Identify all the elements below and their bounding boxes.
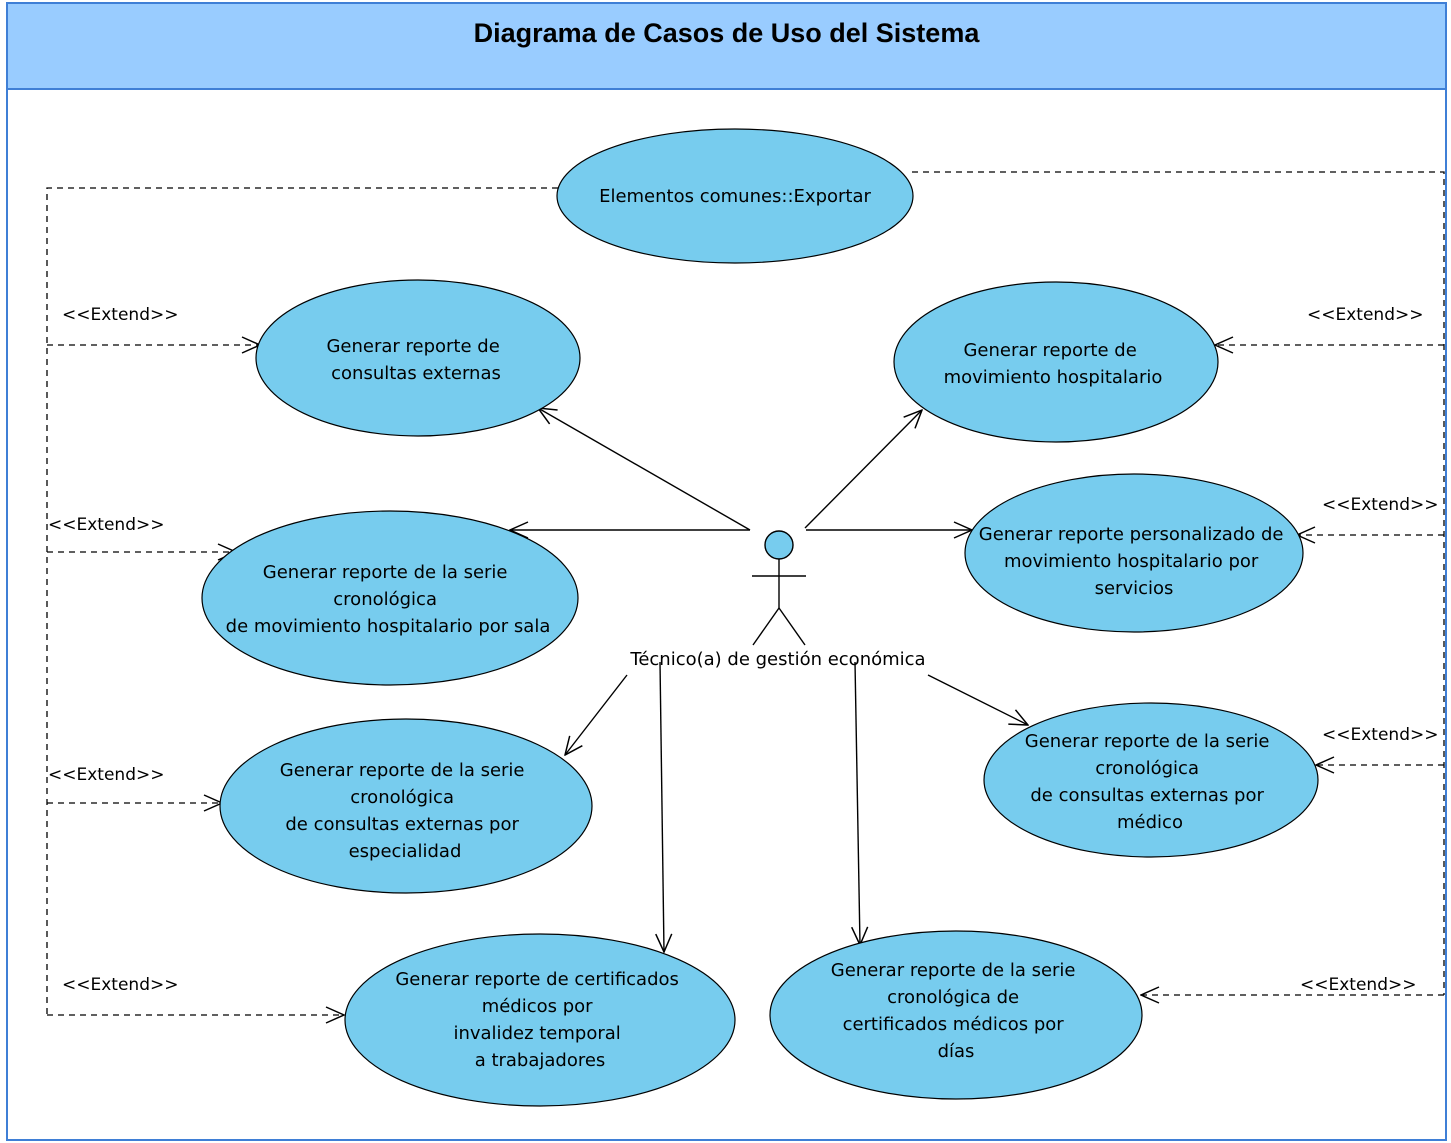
associations bbox=[510, 408, 1028, 952]
usecase-serie-certificados-dias[interactable]: Generar reporte de la serie cronológica … bbox=[769, 930, 1143, 1100]
extend-label: <<Extend>> bbox=[1300, 975, 1416, 995]
actor-figure-icon bbox=[752, 530, 806, 646]
association-line bbox=[565, 674, 628, 755]
usecase-ellipse bbox=[964, 473, 1304, 633]
usecase-label: Generar reporte de la serie cronológica … bbox=[831, 960, 1081, 1062]
extend-label: <<Extend>> bbox=[1307, 305, 1423, 325]
usecase-label: Generar reporte de la serie cronológica … bbox=[1025, 731, 1275, 833]
usecase-label: Generar reporte de movimiento hospitalar… bbox=[944, 340, 1163, 388]
association-line bbox=[855, 661, 860, 945]
usecase-label: Generar reporte de consultas externas bbox=[326, 336, 505, 384]
association-line bbox=[660, 661, 664, 952]
usecase-movimiento-hospitalario[interactable]: Generar reporte de movimiento hospitalar… bbox=[893, 281, 1219, 443]
actor[interactable]: Técnico(a) de gestión económica bbox=[629, 530, 926, 670]
usecase-ellipse bbox=[893, 281, 1219, 443]
extend-label: <<Extend>> bbox=[48, 515, 164, 535]
usecase-exportar[interactable]: Elementos comunes::Exportar bbox=[556, 128, 914, 264]
usecase-ellipse bbox=[769, 930, 1143, 1100]
usecase-consultas-externas[interactable]: Generar reporte de consultas externas bbox=[255, 279, 581, 437]
left-extend-bus bbox=[46, 187, 558, 1015]
usecase-label: Elementos comunes::Exportar bbox=[599, 186, 871, 207]
usecase-ellipse bbox=[255, 279, 581, 437]
usecase-serie-sala[interactable]: Generar reporte de la serie cronológica … bbox=[201, 510, 579, 686]
usecase-serie-especialidad[interactable]: Generar reporte de la serie cronológica … bbox=[219, 718, 593, 894]
usecase-ellipse bbox=[556, 128, 914, 264]
association-line bbox=[538, 408, 751, 531]
usecase-ellipse bbox=[201, 510, 579, 686]
extend-label: <<Extend>> bbox=[62, 975, 178, 995]
usecase-ellipse bbox=[219, 718, 593, 894]
usecase-label: Generar reporte personalizado de movimie… bbox=[979, 524, 1289, 599]
diagram-title: Diagrama de Casos de Uso del Sistema bbox=[473, 18, 980, 48]
usecase-certificados-invalidez[interactable]: Generar reporte de certificados médicos … bbox=[344, 933, 736, 1107]
association-line bbox=[927, 674, 1028, 725]
header-bar: Diagrama de Casos de Uso del Sistema bbox=[8, 4, 1445, 90]
usecase-label: Generar reporte de la serie cronológica … bbox=[226, 562, 551, 637]
extend-label: <<Extend>> bbox=[62, 305, 178, 325]
association-line bbox=[804, 410, 922, 529]
usecase-personalizado-servicios[interactable]: Generar reporte personalizado de movimie… bbox=[964, 473, 1304, 633]
extend-label: <<Extend>> bbox=[1322, 725, 1438, 745]
extend-label: <<Extend>> bbox=[48, 765, 164, 785]
usecase-label: Generar reporte de la serie cronológica … bbox=[280, 760, 530, 862]
usecase-ellipse bbox=[983, 702, 1319, 858]
usecase-label: Generar reporte de certificados médicos … bbox=[395, 969, 684, 1071]
usecase-ellipse bbox=[344, 933, 736, 1107]
usecase-serie-medico[interactable]: Generar reporte de la serie cronológica … bbox=[983, 702, 1319, 858]
extend-labels: <<Extend>> <<Extend>> <<Extend>> <<Exten… bbox=[48, 305, 1438, 995]
right-extend-bus bbox=[912, 171, 1445, 995]
extend-label: <<Extend>> bbox=[1322, 495, 1438, 515]
actor-name: Técnico(a) de gestión económica bbox=[629, 649, 925, 670]
